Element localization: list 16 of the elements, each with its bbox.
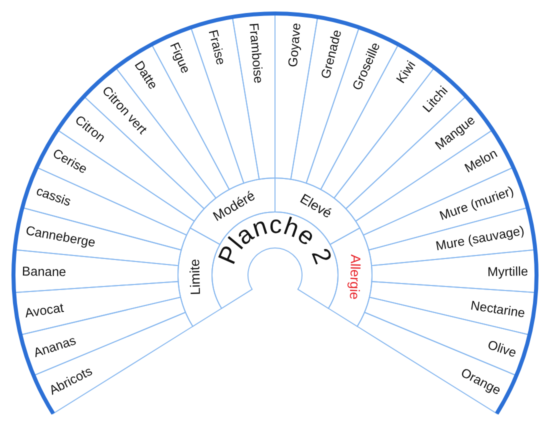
segment-label: Figue <box>167 40 194 76</box>
segment-label: Melon <box>462 146 500 176</box>
segment-label: Goyave <box>284 22 304 68</box>
segment-label: Framboise <box>246 22 267 84</box>
segment-label: Mure (sauvage) <box>434 222 526 254</box>
segment-label: Grenade <box>317 28 344 80</box>
segment-label: Myrtille <box>487 264 528 280</box>
segment-label: Fraise <box>206 28 230 66</box>
level-label: Allergie <box>346 254 364 300</box>
segment-label: Banane <box>22 264 66 280</box>
segment-label: Nectarine <box>470 297 526 320</box>
segment-label: Avocat <box>24 299 64 320</box>
segment-label: Ananas <box>32 332 78 360</box>
segment-label: Olive <box>486 336 518 360</box>
segment-label: cassis <box>34 183 73 210</box>
level-label: Limite <box>187 258 203 296</box>
